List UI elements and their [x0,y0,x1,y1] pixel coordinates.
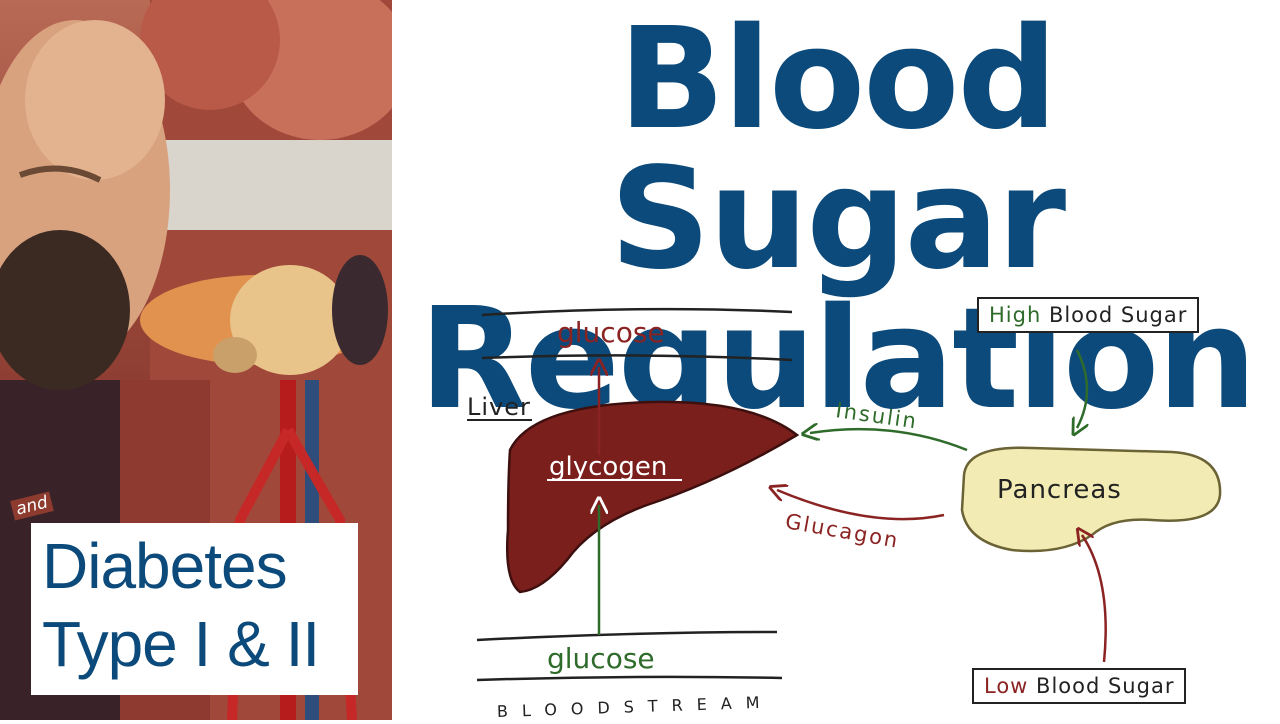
diagram-drawing: glucose Liver glycogen glucose Insulin G… [467,307,1222,721]
low-label: Low [984,674,1029,698]
title-line-1: Blood Sugar [609,0,1066,301]
vessel-line-top-2 [481,354,793,362]
liver-label: Liver [467,393,531,421]
diagram: glucose Liver glycogen glucose Insulin G… [392,280,1280,721]
glucagon-arrow [777,490,945,521]
liver-shape [505,400,800,594]
glucagon-label: Glucagon [783,509,901,553]
anatomy-photo [0,0,392,720]
bloodstream-label: BLOODSTREAM [497,692,774,720]
low-blood-sugar-box: Low Blood Sugar [972,668,1187,704]
vessel-line-bottom-1 [476,630,778,642]
low-blood-sugar-rest: Blood Sugar [1028,674,1175,698]
glucose-top-label: glucose [557,316,665,349]
pancreas-shape [960,446,1222,553]
vessel-line-bottom-2 [476,675,783,682]
vessel-line-top-1 [481,307,793,317]
high-blood-sugar-box: High Blood Sugar [977,297,1200,333]
high-blood-sugar-rest: Blood Sugar [1041,303,1188,327]
subtitle-box [31,523,358,695]
glucose-bottom-label: glucose [547,642,655,675]
high-sugar-arrow [1077,349,1087,428]
glycogen-label: glycogen [549,452,667,482]
subtitle-line-2: Type I & II [42,608,320,680]
low-sugar-arrow [1082,535,1107,663]
high-label: High [989,303,1042,327]
photo-panel: and [0,0,392,720]
pancreas-label: Pancreas [997,475,1122,505]
subtitle-line-1: Diabetes [42,530,288,602]
insulin-arrow [810,429,968,452]
